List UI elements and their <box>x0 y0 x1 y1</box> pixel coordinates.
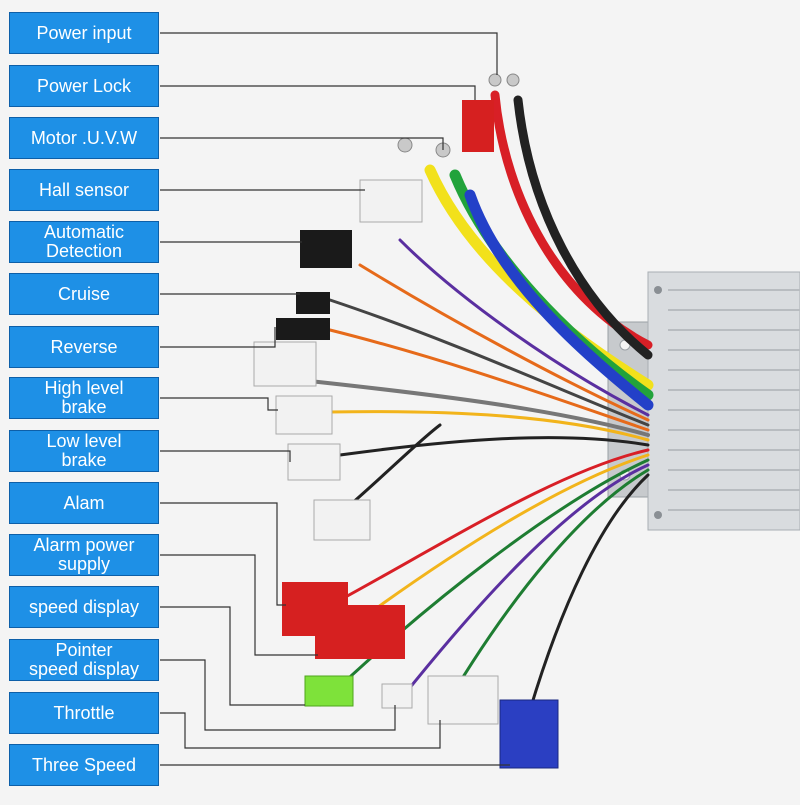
controller-box <box>607 271 800 531</box>
connectors <box>253 100 559 769</box>
label-hall-sensor: Hall sensor <box>9 169 159 211</box>
label-reverse: Reverse <box>9 326 159 368</box>
label-speed-display: speed display <box>9 586 159 628</box>
high-brake-connector <box>275 395 333 435</box>
low-brake-connector <box>287 443 341 481</box>
label-motor-uvw: Motor .U.V.W <box>9 117 159 159</box>
power-lock-connector <box>462 100 494 152</box>
automatic-detection-connector <box>300 230 352 268</box>
label-high-level-brake: High level brake <box>9 377 159 419</box>
label-pointer-speed-display: Pointer speed display <box>9 639 159 681</box>
throttle-connector <box>427 675 499 725</box>
leader-lines <box>160 32 510 766</box>
label-alam: Alam <box>9 482 159 524</box>
wire-bundle <box>298 90 654 712</box>
reverse-connector <box>276 318 330 340</box>
label-cruise: Cruise <box>9 273 159 315</box>
label-automatic-detection: Automatic Detection <box>9 221 159 263</box>
cruise-connector <box>296 292 330 314</box>
pointer-speed-connector <box>381 683 413 709</box>
label-three-speed: Three Speed <box>9 744 159 786</box>
label-alarm-power-supply: Alarm power supply <box>9 534 159 576</box>
hall-sensor-connector <box>359 179 423 223</box>
speed-display-connector <box>304 675 354 707</box>
white-connector <box>253 341 317 387</box>
alarm-power-connector <box>315 605 405 659</box>
three-speed-connector <box>499 699 559 769</box>
label-power-input: Power input <box>9 12 159 54</box>
label-low-level-brake: Low level brake <box>9 430 159 472</box>
label-throttle: Throttle <box>9 692 159 734</box>
label-power-lock: Power Lock <box>9 65 159 107</box>
white-connector-2 <box>313 499 371 541</box>
